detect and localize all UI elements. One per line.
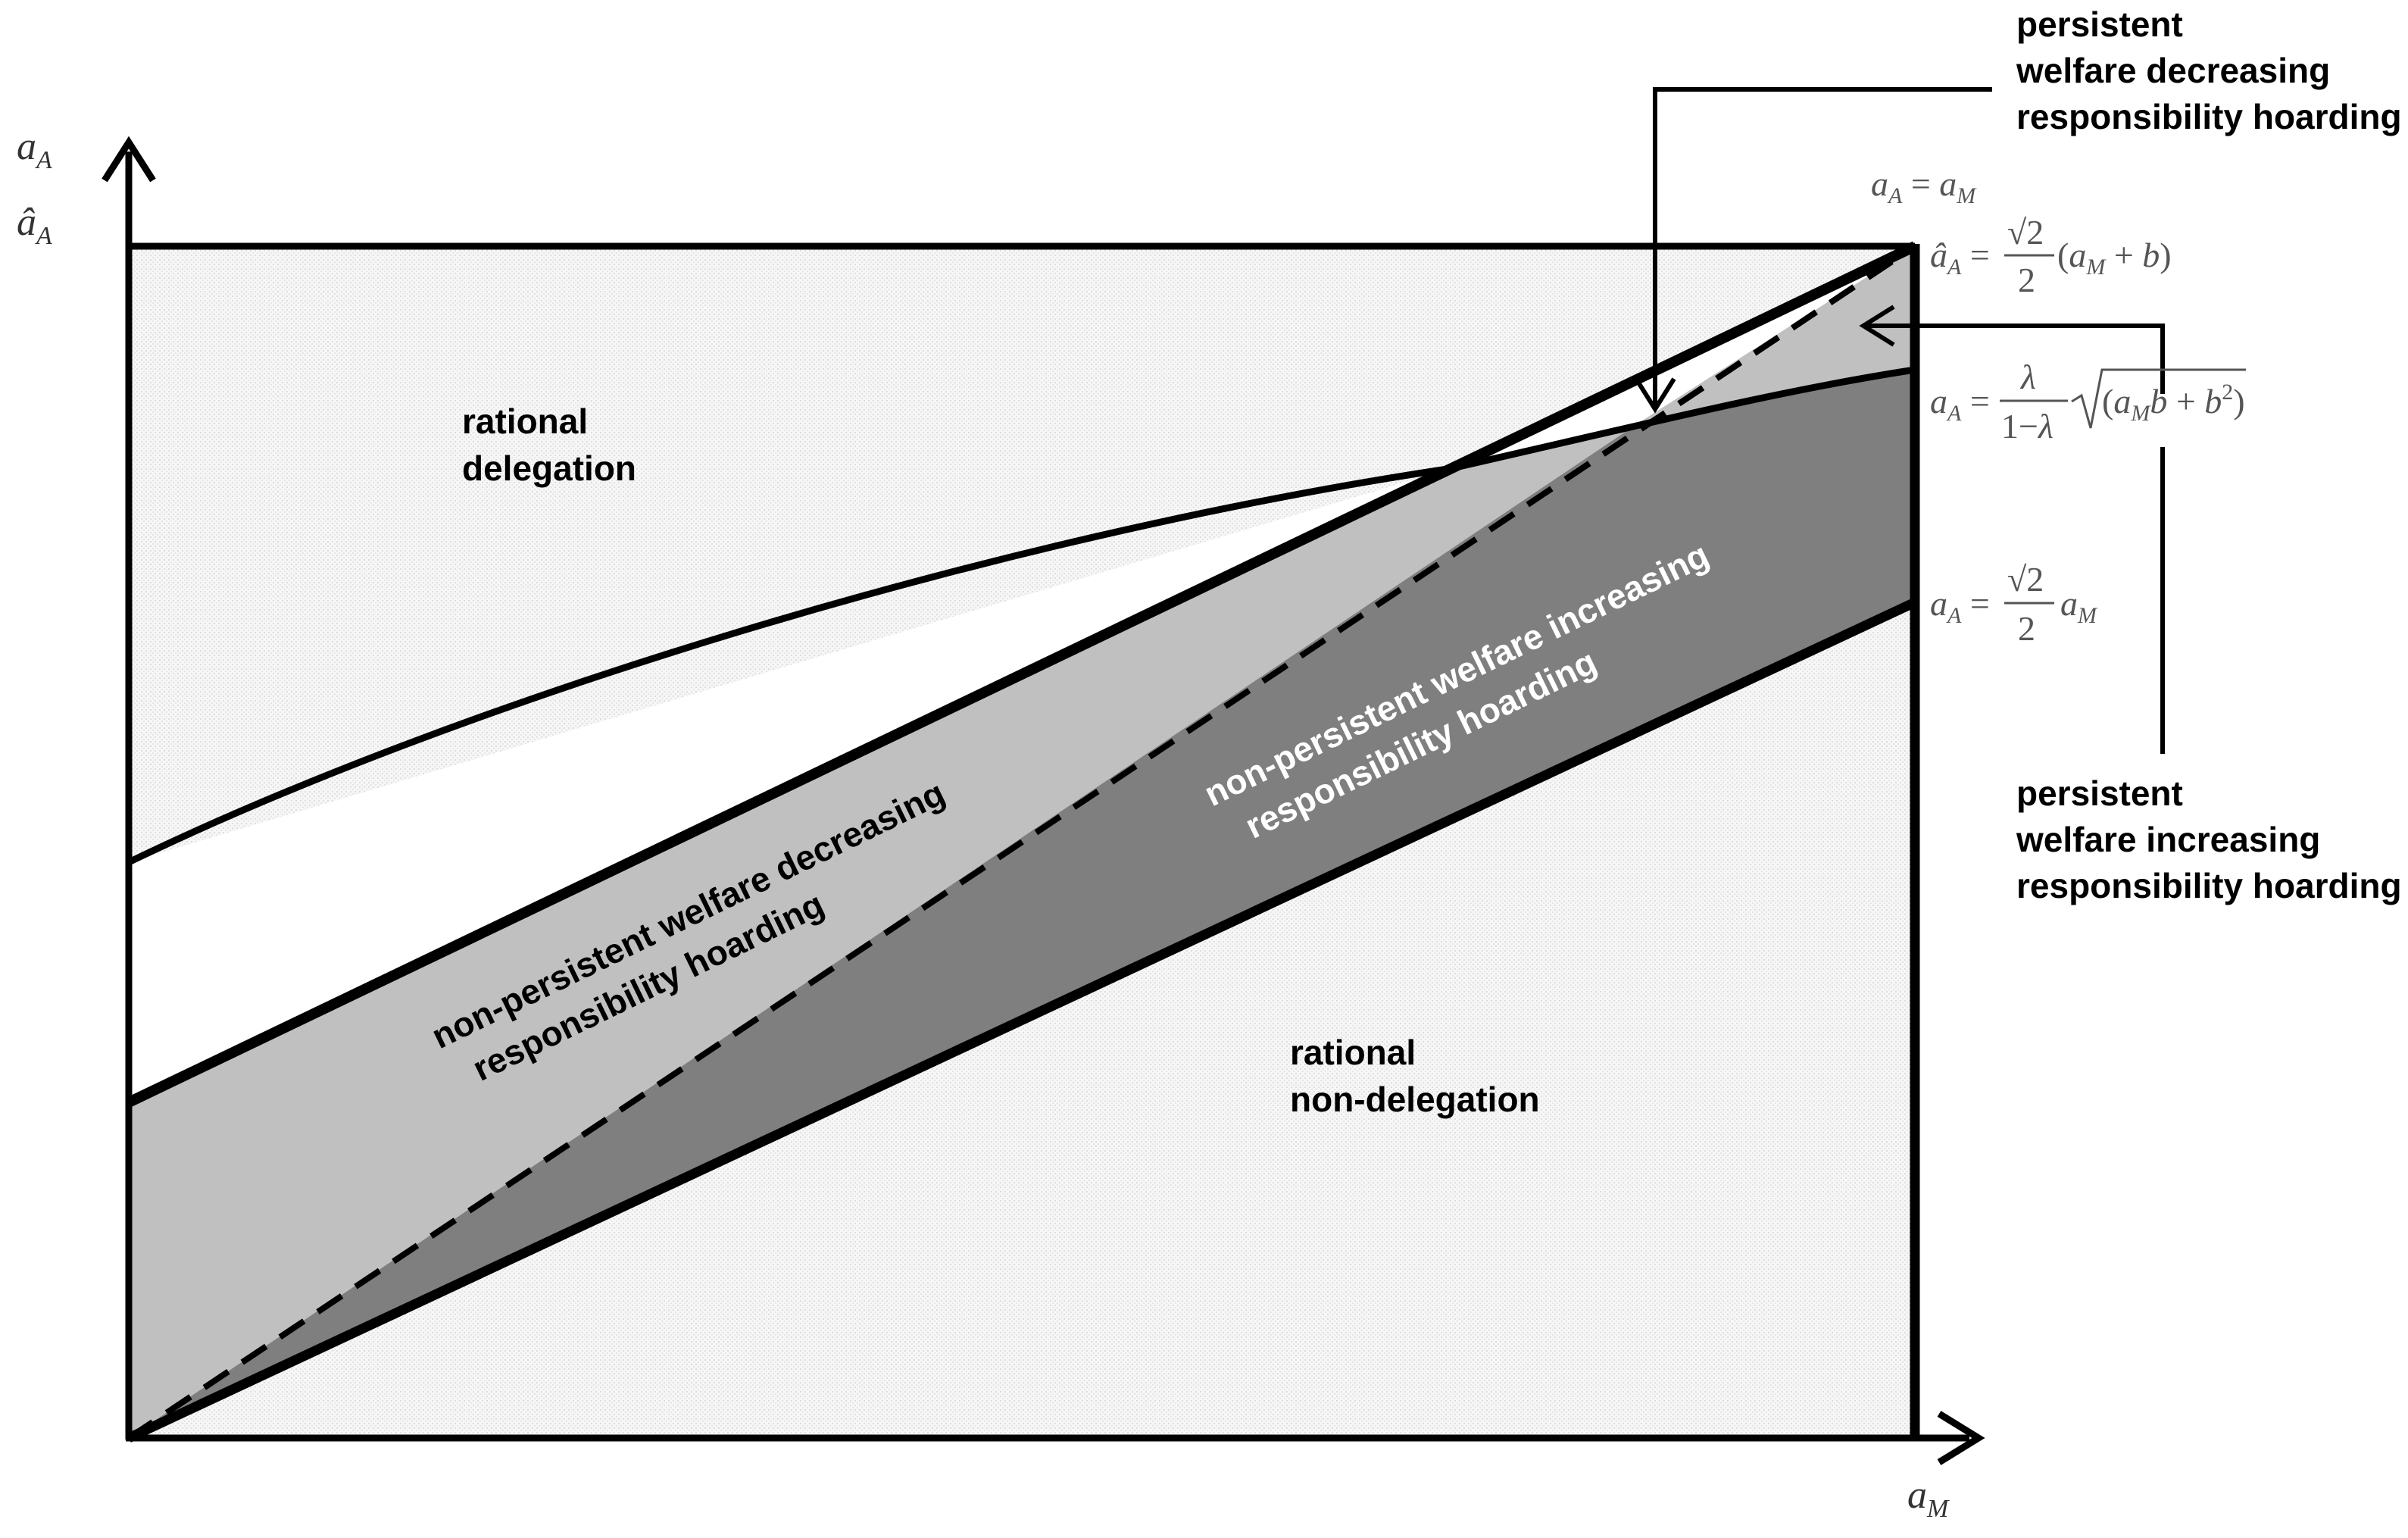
persistent-increasing-callout: persistent welfare increasing responsibi…: [2016, 774, 2402, 905]
y-axis-label-1: aA: [17, 125, 52, 174]
line-sqrt2-over-2-aM: [126, 598, 1917, 1443]
svg-text:(aM + b): (aM + b): [2057, 236, 2172, 280]
y-axis-label-2: âA: [17, 201, 52, 250]
rational-non-delegation-label: rational non-delegation: [1290, 1033, 1540, 1119]
lambda-curve: [127, 366, 1916, 866]
svg-text:aA =: aA =: [1930, 382, 1990, 426]
eq-lambda: aA = λ 1−λ (aMb + b2): [1930, 358, 2246, 445]
persistent-increasing-pointer-top: [1867, 324, 2165, 394]
persistent-decreasing-pointer: [1653, 87, 1992, 405]
svg-text:aM: aM: [2060, 584, 2098, 628]
persistent-decreasing-callout: persistent welfare decreasing responsibi…: [2016, 5, 2402, 136]
svg-text:1−λ: 1−λ: [2001, 407, 2054, 445]
svg-text:aA =: aA =: [1930, 584, 1990, 628]
svg-text:2: 2: [2018, 609, 2035, 648]
svg-text:√2: √2: [2007, 213, 2044, 252]
rational-delegation-label: rational delegation: [462, 402, 636, 488]
eq-sqrt2-aM: aA = √2 2 aM: [1930, 560, 2098, 648]
eq-aA-equals-aM: aA = aM: [1871, 164, 1977, 208]
x-axis-label: aM: [1907, 1474, 1950, 1523]
svg-text:2: 2: [2018, 261, 2035, 299]
np-welfare-increasing-region: [129, 370, 1915, 1438]
persistent-decreasing-arrowhead: [1634, 377, 1676, 414]
svg-text:(aMb + b2): (aMb + b2): [2102, 380, 2245, 426]
eq-hat-aA: âA = √2 2 (aM + b): [1930, 213, 2172, 299]
svg-text:√2: √2: [2007, 560, 2044, 599]
svg-text:λ: λ: [2019, 358, 2036, 396]
svg-text:âA =: âA =: [1930, 236, 1990, 280]
line-aA-equals-aM: [126, 243, 1917, 1441]
persistent-increasing-arrowhead: [1859, 305, 1895, 347]
x-axis-arrowhead: [1937, 1411, 1985, 1465]
line-hat-aA: [126, 241, 1918, 1108]
y-axis-arrowhead: [102, 136, 156, 183]
